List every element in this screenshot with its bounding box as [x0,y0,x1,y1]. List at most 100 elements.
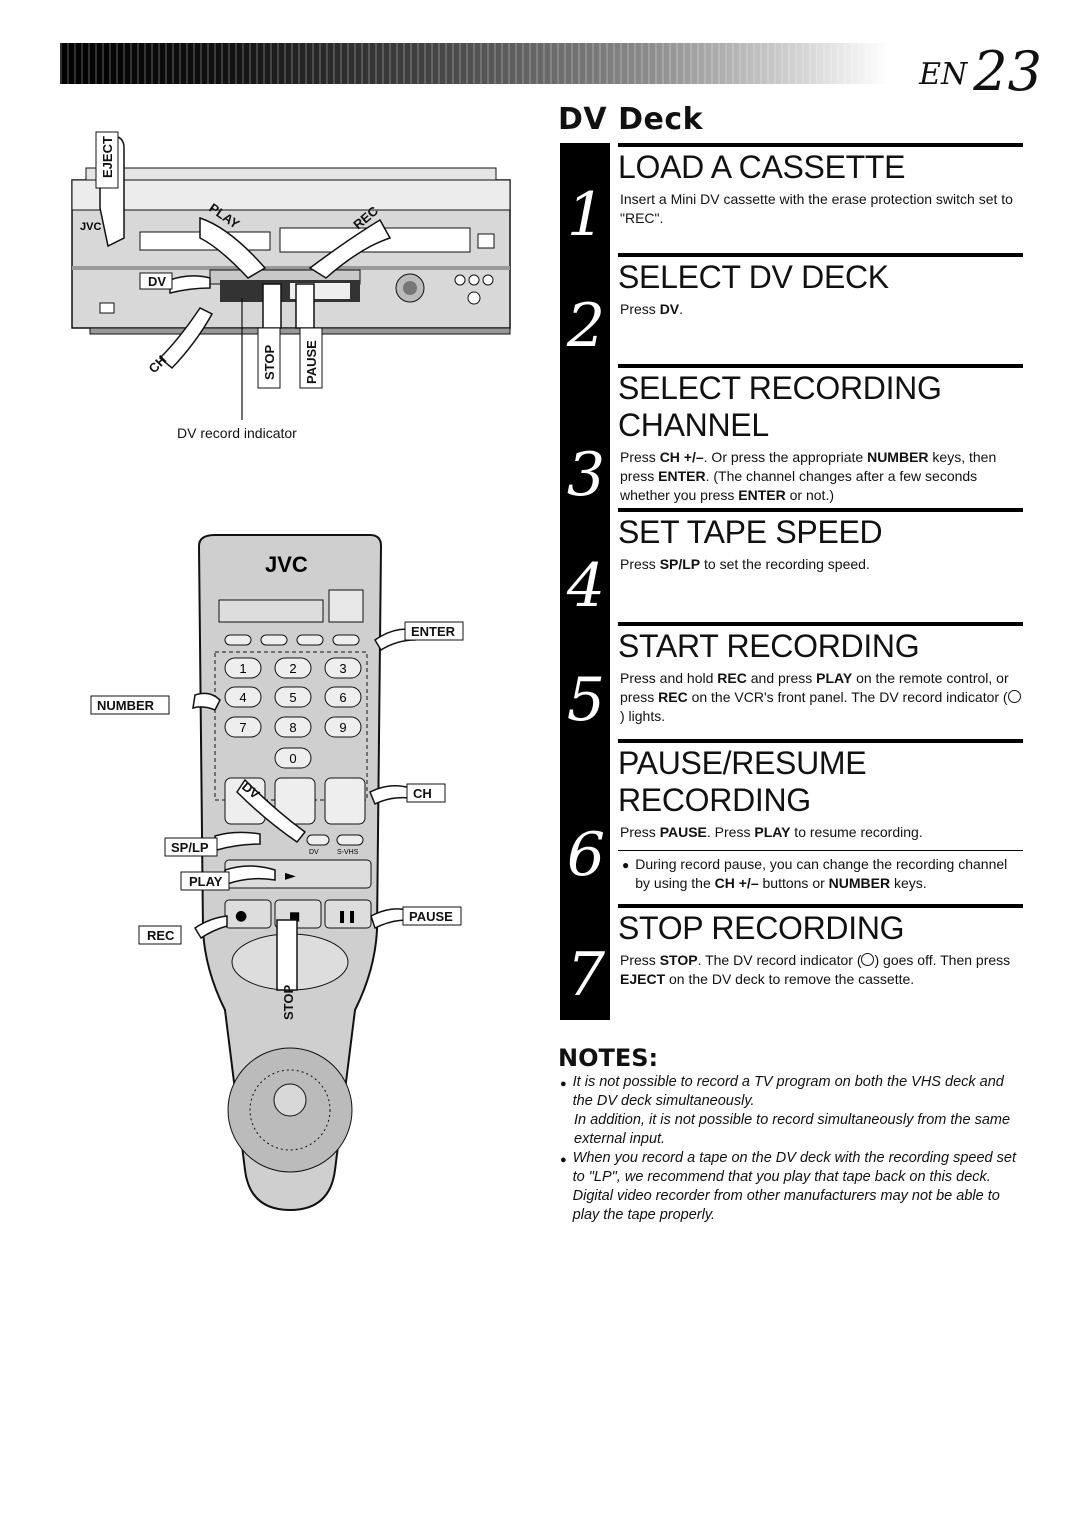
vcr-brand-logo: JVC [80,221,101,233]
remote-switch-panel [218,599,324,623]
key-label: 8 [289,720,296,735]
stop-label: STOP [262,345,277,380]
step-divider [618,850,1023,851]
step-number: 7 [566,940,606,1010]
key-label: 6 [339,690,346,705]
step-title: SELECT RECORDING CHANNEL [618,370,942,443]
enter-label-box [404,621,464,641]
header-bar [60,43,890,84]
step-text: Press DV. [620,301,684,317]
step-rule [618,364,1023,368]
step-text: Press PAUSE. Press PLAY to resume record… [620,824,923,840]
stop-label: STOP [281,985,296,1020]
remote-small-button [224,634,252,646]
hand-pointer-pause [295,283,315,329]
key-label: 9 [339,720,346,735]
key-1 [224,657,262,679]
step-stop-recording: STOP RECORDING Press STOP. The DV record… [618,904,1023,989]
stop-icon: ■ [289,909,300,923]
step-select-dv-deck: SELECT DV DECK Press DV. [618,253,1023,319]
pause-label: PAUSE [304,340,319,384]
vcr-power-button [477,233,495,249]
dv-record-indicator-caption: DV record indicator [177,425,297,441]
key-label: 2 [289,661,296,676]
key-label: 0 [289,751,296,766]
vcr-input-jack [468,274,480,286]
key-7 [224,716,262,738]
ch-label-box [406,783,446,803]
step-title: LOAD A CASSETTE [618,149,906,185]
dv-label-box [139,272,173,290]
dv-button-label: DV [309,849,319,856]
hand-pointer-play [224,865,276,886]
step-load-cassette: LOAD A CASSETTE Insert a Mini DV cassett… [618,143,1023,228]
step-number: 3 [566,440,606,510]
hand-pointer-number [192,692,221,711]
step-title: SET TAPE SPEED [618,514,883,550]
rec-label: REC [147,928,175,943]
step-title: STOP RECORDING [618,910,905,946]
stop-label-box [257,327,281,389]
step-pause-resume: PAUSE/RESUME RECORDING Press PAUSE. Pres… [618,739,1023,893]
eject-label-box [95,131,119,189]
remote-brand-logo: JVC [265,552,308,577]
vcr-small-button [99,302,115,314]
key-4 [224,686,262,708]
enter-label: ENTER [411,624,456,639]
svhs-button [336,834,364,846]
remote-illustration: JVC 1 2 3 4 5 6 7 8 9 0 DV S-VHS ► ● [90,534,464,1212]
note-item: ● It is not possible to record a TV prog… [560,1073,1025,1111]
step-number: 5 [566,665,606,735]
vcr-lid [85,167,497,181]
remote-enter-button [332,634,360,646]
hand-pointer-stop [262,283,282,329]
ch-label: CH [413,786,432,801]
vcr-jog-center [403,281,417,295]
step-rule [618,143,1023,147]
pause-label-box [299,327,323,389]
dv-label: DV [148,274,166,289]
step-select-channel: SELECT RECORDING CHANNEL Press CH +/–. O… [618,364,1023,505]
ch-rocker-button [324,777,366,825]
bullet-dot: ● [622,858,630,872]
remote-small-button [296,634,324,646]
jog-center [273,1083,307,1117]
section-title: DV Deck [558,102,704,137]
step-number: 4 [566,551,606,621]
vcr-illustration: JVC EJECT PLAY REC DV CH STOP PAUSE [71,131,511,420]
notes-title: NOTES: [558,1044,659,1072]
note-text: When you record a tape on the DV deck wi… [572,1150,1016,1223]
step-start-recording: START RECORDING Press and hold REC and p… [618,622,1023,726]
vcr-top-panel [71,179,511,211]
vcr-input-jack [482,274,494,286]
bullet-text: During record pause, you can change the … [635,856,1008,891]
jog-shuttle-ring [249,1069,331,1151]
step-rule [618,508,1023,512]
rec-label-box [138,925,182,945]
step-text: Press CH +/–. Or press the appropriate N… [620,449,997,503]
play-label: PLAY [189,874,223,889]
vcr-divider [72,266,510,270]
step-text: Insert a Mini DV cassette with the erase… [620,191,1013,226]
vcr-input-jack [454,274,466,286]
step-number-column [560,143,610,1020]
key-5 [274,686,312,708]
key-3 [324,657,362,679]
note-continuation: In addition, it is not possible to recor… [574,1112,1011,1147]
play-label-box [180,871,230,891]
key-0 [274,747,312,769]
sp-lp-label: SP/LP [171,840,209,855]
rec-icon: ● [235,908,247,924]
key-2 [274,657,312,679]
key-8 [274,716,312,738]
step-title: SELECT DV DECK [618,259,889,295]
note-item: ● When you record a tape on the DV deck … [560,1149,1025,1225]
step-rule [618,904,1023,908]
step-rule [618,739,1023,743]
key-label: 1 [239,661,246,676]
dv-button [306,834,330,846]
hand-pointer-ch [158,307,214,370]
sp-lp-label-box [164,837,218,857]
step-number: 1 [566,180,606,250]
